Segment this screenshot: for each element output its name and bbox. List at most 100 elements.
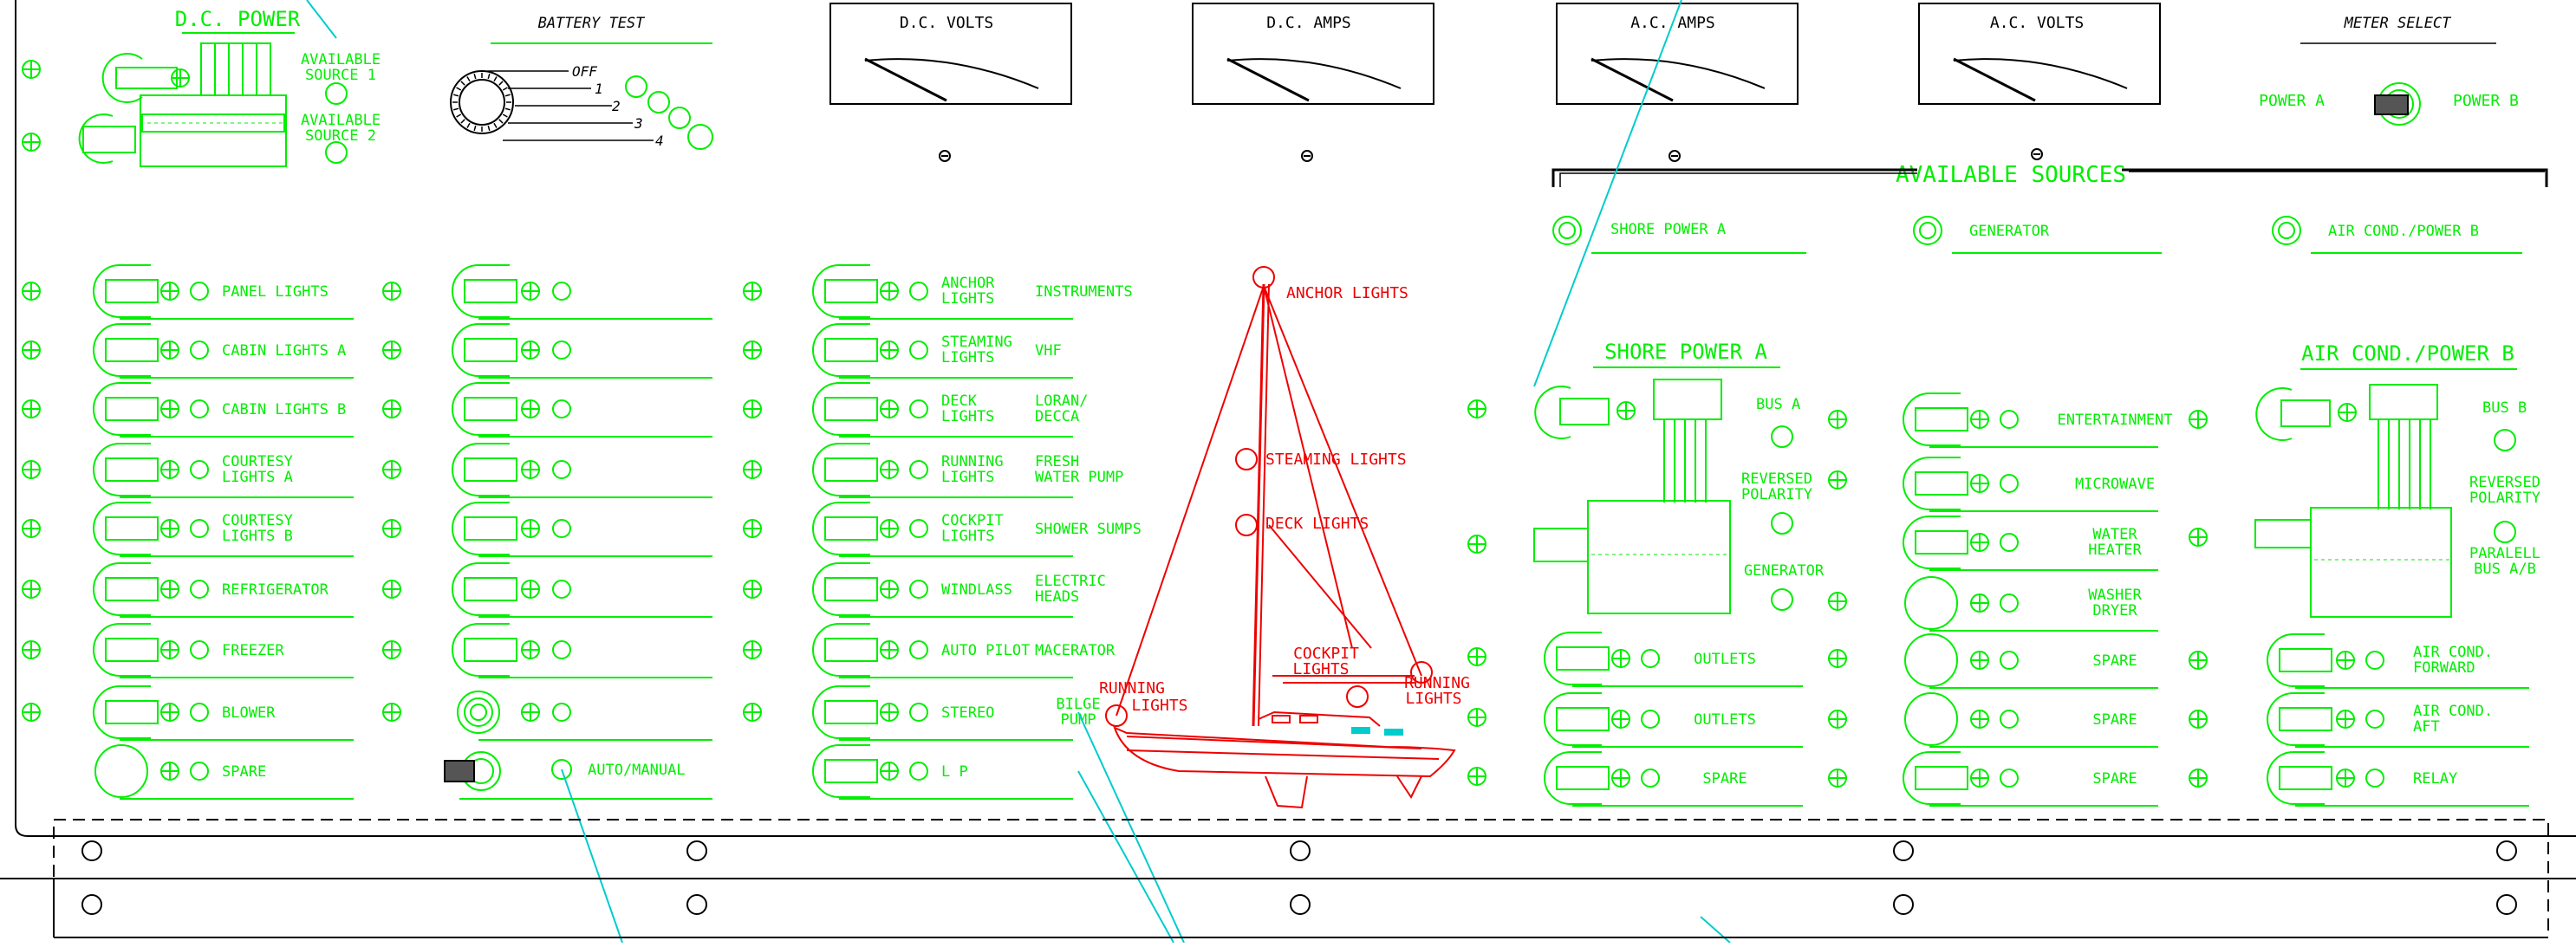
indicator-led [190,580,209,599]
dial-tick [456,114,462,118]
circuit-label: CABIN LIGHTS B [222,401,346,418]
available-sources-bracket [1551,168,2548,254]
screw-icon [2189,769,2208,788]
screw-icon [22,519,41,538]
screw-icon [880,519,899,538]
bt-led-4 [687,124,713,150]
circuit-row: SPARE [94,744,354,800]
bus-a-led [1771,425,1793,448]
screw-icon [743,580,762,599]
battery-dial-inner [459,79,505,126]
dc-gang [200,42,271,96]
porthole [1272,715,1291,723]
running-lights-right-1: RUNNING [1404,674,1470,692]
indicator-led [909,762,928,781]
source2-label-1: AVAILABLE [301,112,381,129]
screw-icon [1970,651,1989,670]
screw-icon [160,580,179,599]
battery-test-title: BATTERY TEST [538,15,647,32]
switch-toggle [464,516,517,541]
switch-bezel [1903,516,1930,569]
circuit-label-line2: HEADS [1035,588,1079,606]
breaker-switch-icon [1544,632,1610,685]
breaker-switch-icon [93,562,159,616]
switch-toggle [1556,707,1610,731]
meter-box [1918,3,2161,105]
screw-icon [743,519,762,538]
dc-volts-title: D.C. VOLTS [900,14,993,32]
switch-toggle [1915,471,1968,496]
circuit-label-line2: FORWARD [2413,659,2475,677]
screw-icon [880,399,899,418]
breaker-switch-icon [452,264,517,318]
bus-b-led [2494,429,2516,451]
middle-circuit-row: SPARE [1904,633,2208,689]
breaker-switch-icon [1903,516,1968,569]
screw-icon [160,519,179,538]
dc-bezel-2 [78,114,114,164]
switch-toggle [824,759,878,783]
screw-icon [160,399,179,418]
bracket-right [2122,168,2548,187]
breaker-switch-icon [1904,692,1958,746]
dial-tick [487,73,491,80]
circuit-row: LORAN/DECCA [452,382,1088,438]
cabin-top [1258,710,1381,727]
breaker-switch-icon [93,685,159,739]
screw-icon [1828,470,1847,490]
bt-led-2 [647,91,670,114]
switch-bezel [812,685,840,739]
aircond-paralell-2: BUS A/B [2474,561,2536,578]
mount-hole-icon [686,894,707,915]
circuit-label-line1: STEAMING [941,334,1012,351]
circuit-label: STEREO [941,704,994,722]
switch-bezel [452,382,479,436]
switch-bezel [812,264,840,318]
indicator-led [552,703,571,722]
meter-zero-mark [939,150,951,162]
switch-toggle [824,279,878,303]
aircond-circuit-row: AIR COND.FORWARD [2267,633,2529,689]
circuit-row: MACERATOR [452,623,1116,678]
aircond-gang [2369,384,2438,420]
switch-toggle [464,338,517,362]
running-lights-right-2: LIGHTS [1405,690,1461,708]
boom-stay [1268,524,1372,649]
screw-icon [22,133,41,152]
screw-icon [1828,410,1847,429]
aircond-handle [2254,519,2312,548]
switch-toggle [464,397,517,421]
circuit-row: INSTRUMENTS [452,264,1133,320]
screw-icon [1970,410,1989,429]
dial-tick [456,87,462,91]
screw-icon [382,341,401,360]
circuit-label: OUTLETS [1694,651,1756,668]
switch-knob-inner [464,697,493,727]
breaker-switch-icon [2267,692,2332,746]
circuit-label-line2: HEATER [2088,542,2142,559]
screw-icon [382,460,401,479]
dc-power-title: D.C. POWER [175,7,301,31]
breaker-switch-icon [457,691,500,734]
dial-tick [473,73,477,80]
switch-toggle [824,457,878,482]
switch-bezel [812,623,840,677]
leader-bottom [1700,916,1731,944]
analog-meter-icon [1918,3,2161,105]
screw-icon [1970,769,1989,788]
screw-icon [22,60,41,79]
reversed-led [1771,512,1793,535]
source-led-ring [1913,216,1942,245]
battery-4-label: 4 [655,133,664,149]
leader-ac-amps [1533,0,1682,387]
shore-circuit-row: OUTLETS [1544,632,1847,687]
dial-tick [493,76,498,82]
meter-needle [1953,57,2036,102]
mount-hole-icon [81,894,102,915]
dc-amps-title: D.C. AMPS [1266,14,1351,32]
indicator-led [552,580,571,599]
screw-icon [743,640,762,659]
